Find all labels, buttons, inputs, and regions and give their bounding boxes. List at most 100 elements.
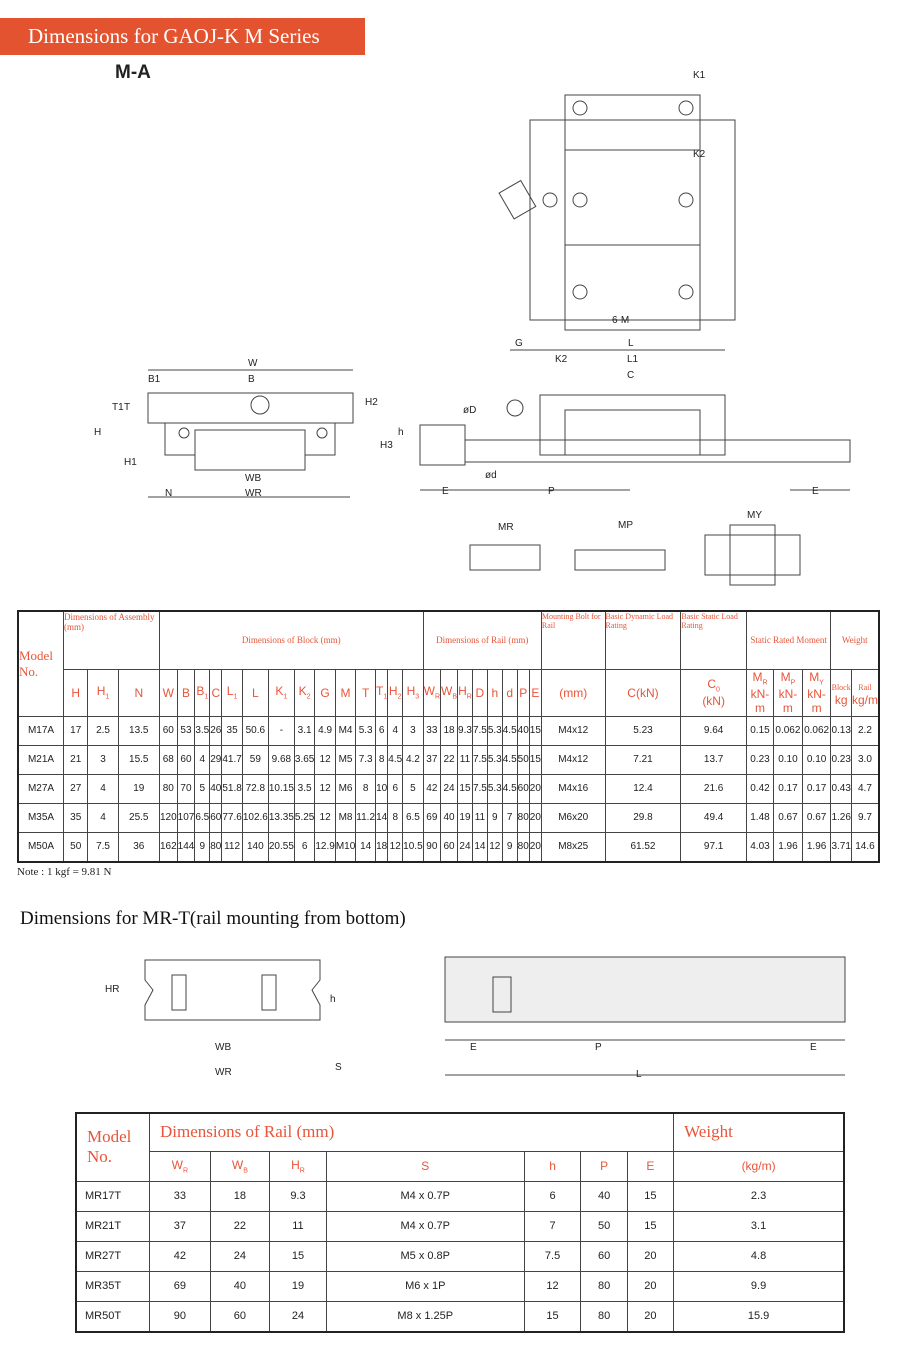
value-cell: 14 — [471, 831, 488, 862]
column-header: L1 — [221, 668, 243, 717]
value-cell: M6x20 — [540, 802, 606, 833]
value-cell: 12 — [486, 831, 503, 862]
value-cell: 19 — [117, 773, 160, 804]
value-cell: M4x12 — [540, 744, 606, 775]
label-h2: H2 — [365, 397, 378, 408]
value-cell: 6 — [375, 715, 389, 746]
column-header: (kg/m) — [673, 1150, 845, 1182]
value-cell: 69 — [149, 1270, 211, 1302]
label-my: MY — [747, 510, 762, 521]
value-cell: 15 — [523, 1300, 582, 1332]
value-cell: 20 — [626, 1300, 675, 1332]
value-cell: 15 — [626, 1210, 675, 1242]
value-cell: 1.26 — [830, 802, 852, 833]
label-wb: WB — [245, 473, 261, 484]
value-cell: 15 — [528, 715, 542, 746]
value-cell: 35 — [62, 802, 89, 833]
value-cell: 12 — [314, 802, 336, 833]
value-cell: 0.67 — [773, 802, 803, 833]
value-cell: 4.9 — [314, 715, 336, 746]
value-cell: 0.10 — [801, 744, 832, 775]
value-cell: 5.25 — [293, 802, 316, 833]
value-cell: M5 — [334, 744, 357, 775]
value-cell: - — [267, 715, 295, 746]
value-cell: 13.7 — [680, 744, 747, 775]
label-g: G — [515, 338, 523, 349]
value-cell: 21.6 — [680, 773, 747, 804]
label-e-right: E — [812, 486, 819, 497]
model-cell: M21A — [17, 744, 64, 775]
value-cell: 18 — [375, 831, 389, 862]
rail-dimensions-header: Dimensions of Rail (mm) — [148, 1112, 675, 1152]
value-cell: 9 — [486, 802, 503, 833]
value-cell: 112 — [221, 831, 243, 862]
value-cell: 4 — [194, 744, 211, 775]
value-cell: 12 — [523, 1270, 582, 1302]
value-cell: 61.52 — [604, 831, 682, 862]
value-cell: 42 — [422, 773, 442, 804]
label-h1: H1 — [124, 457, 137, 468]
value-cell: 40 — [209, 773, 223, 804]
side-view-drawing — [419, 349, 851, 491]
column-header: P — [516, 668, 530, 717]
value-cell: 26 — [209, 715, 223, 746]
value-cell: 24 — [440, 773, 459, 804]
label-mp: MP — [618, 520, 633, 531]
value-cell: 5.3 — [486, 773, 503, 804]
value-cell: 3.65 — [293, 744, 316, 775]
value-cell: 20 — [528, 773, 542, 804]
value-cell: 144 — [176, 831, 196, 862]
value-cell: 11 — [471, 802, 488, 833]
value-cell: 19 — [457, 802, 473, 833]
value-cell: 9.3 — [457, 715, 473, 746]
value-cell: 3.1 — [293, 715, 316, 746]
value-cell: 20 — [528, 831, 542, 862]
value-cell: 60 — [580, 1240, 628, 1272]
value-cell: 5.3 — [486, 715, 503, 746]
value-cell: 20 — [528, 802, 542, 833]
column-header: HR — [457, 668, 473, 717]
model-cell: M35A — [17, 802, 64, 833]
value-cell: 3.71 — [830, 831, 852, 862]
value-cell: 27 — [62, 773, 89, 804]
dynamic-header: Basic Dynamic Load Rating — [604, 610, 682, 670]
value-cell: 2.5 — [87, 715, 119, 746]
column-header: D — [471, 668, 488, 717]
value-cell: 7 — [523, 1210, 582, 1242]
value-cell: 4.5 — [387, 744, 404, 775]
value-cell: 18 — [440, 715, 459, 746]
unit-note: Note : 1 kgf = 9.81 N — [17, 866, 112, 878]
value-cell: 3.1 — [673, 1210, 845, 1242]
value-cell: 14 — [355, 831, 377, 862]
label-od: øD — [463, 405, 476, 416]
value-cell: 80 — [516, 831, 530, 862]
value-cell: 3.5 — [194, 715, 211, 746]
label-k1: K1 — [693, 70, 706, 81]
value-cell: 77.6 — [221, 802, 243, 833]
column-header: S — [325, 1150, 525, 1182]
value-cell: 140 — [241, 831, 269, 862]
value-cell: 10 — [375, 773, 389, 804]
static-header: Basic Static Load Rating — [680, 610, 747, 670]
block-header: Dimensions of Block (mm) — [158, 610, 424, 670]
value-cell: 90 — [422, 831, 442, 862]
value-cell: 8 — [355, 773, 377, 804]
value-cell: 7 — [501, 802, 518, 833]
value-cell: 24 — [209, 1240, 271, 1272]
value-cell: 72.8 — [241, 773, 269, 804]
value-cell: M10 — [334, 831, 357, 862]
value-cell: 12.9 — [314, 831, 336, 862]
value-cell: 37 — [422, 744, 442, 775]
value-cell: 12 — [314, 773, 336, 804]
value-cell: 10.15 — [267, 773, 295, 804]
value-cell: 1.96 — [801, 831, 832, 862]
value-cell: M8x25 — [540, 831, 606, 862]
value-cell: 0.10 — [773, 744, 803, 775]
value-cell: 22 — [209, 1210, 271, 1242]
value-cell: 5.3 — [486, 744, 503, 775]
value-cell: 80 — [516, 802, 530, 833]
value-cell: 15 — [457, 773, 473, 804]
